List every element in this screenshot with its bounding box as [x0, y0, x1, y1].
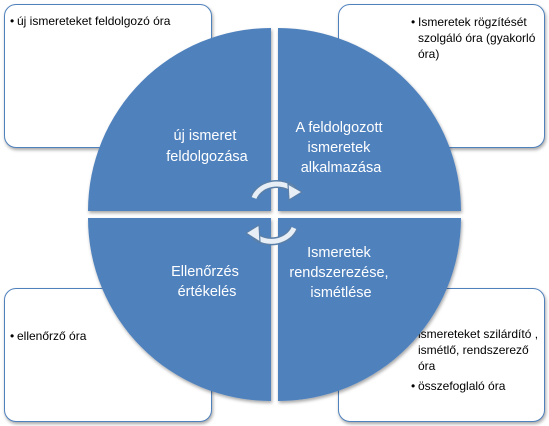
quadrant-top-right — [278, 28, 461, 211]
quadrant-top-left-label: új ismeret feldolgozása — [166, 128, 248, 165]
quadrant-bottom-right-line-2: rendszerezése, — [289, 265, 388, 281]
top-right-note-list: Ismeretek rögzítését szolgáló óra (gyako… — [411, 14, 540, 62]
quadrant-bottom-left — [88, 218, 271, 401]
top-left-note-list: új ismereteket feldolgozó óra — [10, 13, 207, 29]
quadrant-bottom-right-line-3: ismétlése — [310, 285, 371, 301]
quadrant-top-right-line-1: A feldolgozott — [295, 120, 382, 136]
quadrant-bottom-right-label: Ismeretek rendszerezése, ismétlése — [289, 245, 392, 301]
top-right-note-item-1: Ismeretek rögzítését szolgáló óra (gyako… — [411, 14, 540, 62]
quadrant-top-right-label: A feldolgozott ismeretek alkalmazása — [295, 120, 386, 176]
bottom-right-note-item-1: ismereteket szilárdító , ismétlő, rendsz… — [411, 326, 540, 374]
quadrant-bottom-right — [278, 218, 461, 401]
quadrant-bottom-left-label: Ellenőrzés értékelés — [171, 264, 243, 300]
quadrant-top-left — [88, 28, 271, 211]
circular-arrows-icon — [244, 180, 304, 246]
quadrant-bottom-left-line-2: értékelés — [178, 284, 237, 300]
bottom-left-note-item-1: ellenőrző óra — [10, 328, 207, 344]
quadrant-top-left-line-1: új ismeret — [174, 128, 237, 144]
bottom-left-note-list: ellenőrző óra — [10, 328, 207, 344]
top-right-note-box: Ismeretek rögzítését szolgáló óra (gyako… — [338, 4, 545, 148]
bottom-right-note-item-2: összefoglaló óra — [411, 378, 540, 394]
quadrant-bottom-right-line-1: Ismeretek — [307, 245, 371, 261]
quadrant-bottom-left-line-1: Ellenőrzés — [171, 264, 239, 280]
top-left-note-item-1: új ismereteket feldolgozó óra — [10, 13, 207, 29]
bottom-right-note-list: ismereteket szilárdító , ismétlő, rendsz… — [411, 326, 540, 394]
quadrant-top-left-line-2: feldolgozása — [166, 149, 248, 165]
quadrant-top-right-line-2: ismeretek — [308, 140, 372, 156]
quadrant-top-right-line-3: alkalmazása — [301, 160, 383, 176]
